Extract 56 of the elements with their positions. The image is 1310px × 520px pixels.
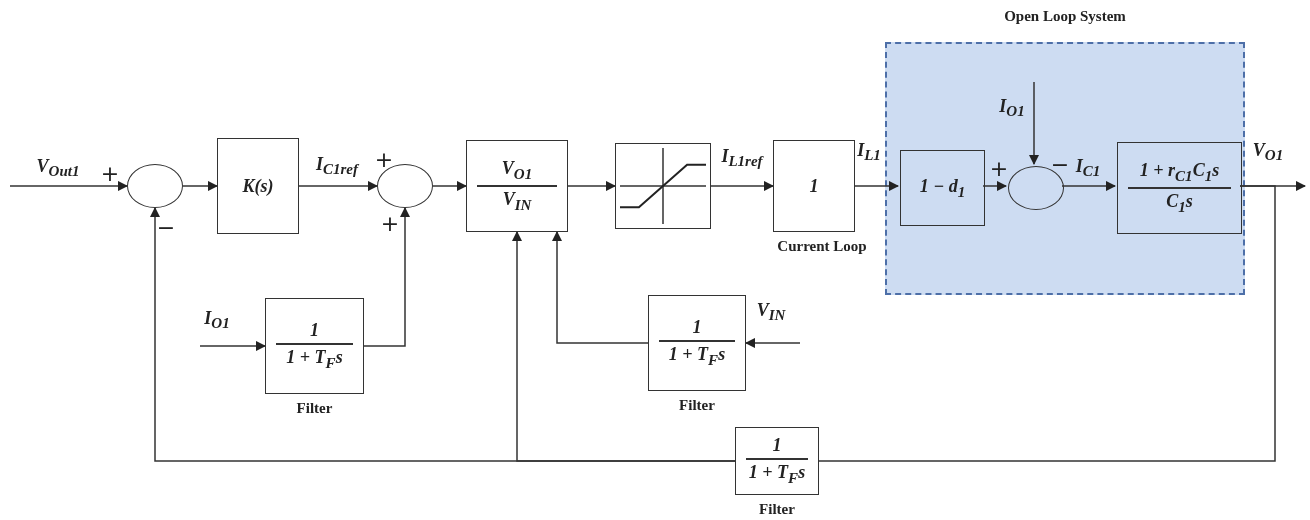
signal-label: I$_{C1}$: [1075, 155, 1101, 181]
signal-arrow: [298, 180, 379, 192]
denominator: 1 + T$_{F}$s: [748, 461, 806, 487]
denominator: C$_{1}$s: [1166, 191, 1193, 216]
block-gain: 1: [809, 175, 819, 197]
signal-label: V$_{Out1}$: [36, 155, 80, 181]
transfer-function-block: [466, 140, 568, 232]
sign-label: +: [374, 149, 394, 171]
transfer-function-block: [735, 427, 819, 495]
transfer-function-block: [1117, 142, 1242, 234]
gain-block: [773, 140, 855, 232]
signal-label: I$_{O1}$: [999, 95, 1025, 121]
transfer-function-block: [648, 295, 746, 391]
sign-label: +: [380, 213, 400, 235]
signal-arrow: [1028, 81, 1040, 166]
block-caption: Current Loop: [777, 238, 867, 255]
gain-block: [900, 150, 985, 226]
denominator: 1 + T$_{F}$s: [668, 343, 726, 369]
signal-arrow: [710, 180, 775, 192]
signal-label: I$_{O1}$: [204, 307, 230, 333]
block-gain: 1 − d$_{1}$: [919, 175, 966, 201]
transfer-function-block: [265, 298, 364, 394]
numerator: 1: [310, 320, 319, 341]
numerator: V$_{O1}$: [501, 158, 533, 183]
sign-label: −: [156, 217, 176, 239]
signal-arrow: [432, 180, 468, 192]
sign-label: +: [100, 163, 120, 185]
sign-label: −: [1050, 154, 1070, 176]
signal-arrow: [1061, 180, 1117, 192]
block-caption: Filter: [759, 501, 795, 518]
numerator: 1: [692, 317, 702, 338]
signal-arrow: [567, 180, 617, 192]
numerator: 1: [772, 435, 782, 456]
signal-label: I$_{C1ref}$: [316, 153, 358, 179]
signal-arrow: [182, 180, 219, 192]
numerator: 1 + r$_{C1}$C$_{1}$s: [1139, 160, 1220, 185]
group-title: Open Loop System: [1003, 8, 1127, 25]
denominator: V$_{IN}$: [502, 189, 532, 214]
signal-arrow: [744, 337, 801, 349]
signal-label: V$_{IN}$: [756, 299, 786, 325]
signal-arrow: [511, 230, 736, 462]
signal-label: V$_{O1}$: [1252, 139, 1284, 165]
denominator: 1 + T$_{F}$s: [286, 346, 343, 372]
signal-arrow: [199, 340, 267, 352]
signal-arrow: [982, 180, 1008, 192]
signal-arrow: [9, 180, 129, 192]
signal-label: I$_{L1ref}$: [721, 145, 763, 171]
block-gain: K(s): [242, 175, 274, 197]
gain-block: [217, 138, 299, 234]
signal-arrow: [551, 230, 649, 344]
signal-arrow: [363, 206, 411, 347]
sign-label: +: [989, 158, 1009, 180]
block-caption: Filter: [679, 397, 715, 414]
signal-arrow: [854, 180, 900, 192]
signal-label: I$_{L1}$: [857, 139, 881, 165]
block-caption: Filter: [296, 400, 333, 417]
